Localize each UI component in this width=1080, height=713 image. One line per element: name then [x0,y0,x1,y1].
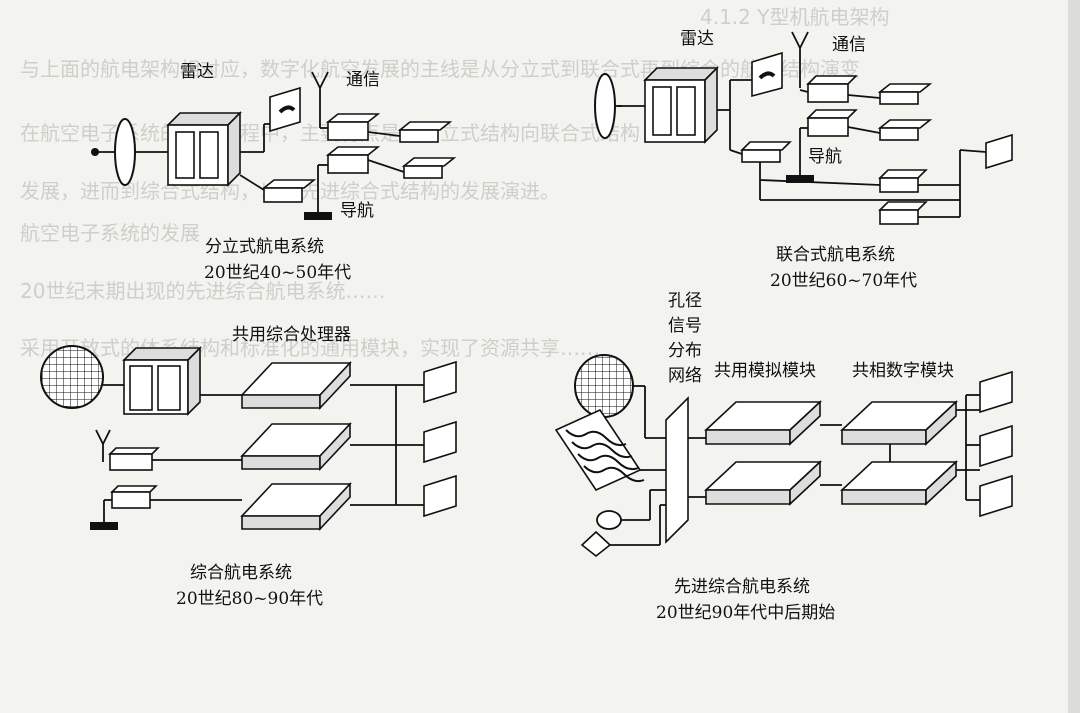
display-unit-icon [979,424,1013,468]
caption-title: 分立式航电系统 [205,237,324,257]
caption-title: 综合航电系统 [190,563,292,583]
radar-dish-icon [114,118,136,186]
comm-antenna-icon [791,31,809,51]
caption-era: 20世纪90年代中后期始 [656,603,835,623]
federated-late-diagram: 雷达 通信 导航 联合式航电系统 20世纪60~70年代 [594,29,1013,291]
bg-text-line: 4.1.2 Y型机航电架构 [700,5,889,29]
aperture-network-panel [665,396,689,544]
aperture-label-2: 信号 [668,316,702,336]
background-text: 4.1.2 Y型机航电架构 与上面的航电架构相对应，数字化航空发展的主线是从分立… [20,5,889,360]
nav-unit-icon [304,212,332,220]
bg-text-line: 采用开放式的体系结构和标准化的通用模块，实现了资源共享…… [20,336,600,360]
display-unit-icon [985,133,1013,170]
nav-unit-icon [90,522,118,530]
radar-dish-icon [594,73,616,139]
sensor-icon [580,530,612,558]
radar-label: 雷达 [180,62,214,82]
digital-module-label: 共相数字模块 [852,361,954,381]
bg-text-line: 与上面的航电架构相对应，数字化航空发展的主线是从分立式到联合式再到综合的航电结构… [20,57,860,81]
advanced-integrated-diagram: 孔径 信号 分布 网络 共用模拟模块 共相数字模块 先进综合航电系统 20世纪9… [554,291,1013,623]
caption-era: 20世纪40~50年代 [204,263,351,283]
radar-label: 雷达 [680,29,714,49]
display-unit-icon [423,360,457,404]
bg-text-line: 20世纪末期出现的先进综合航电系统…… [20,279,385,303]
processor-label: 共用综合处理器 [232,325,351,345]
aperture-label-3: 分布 [668,341,702,361]
caption-era: 20世纪60~70年代 [770,271,917,291]
page-edge [1068,0,1080,713]
caption-era: 20世纪80~90年代 [176,589,323,609]
caption-title: 先进综合航电系统 [674,577,810,597]
display-unit-icon [423,420,457,464]
aperture-label-1: 孔径 [668,291,702,311]
display-unit-icon [979,370,1013,414]
nav-unit-icon [786,175,814,183]
analog-module-label: 共用模拟模块 [714,361,816,381]
integrated-diagram: 共用综合处理器 综合航电系统 20世纪80~90年代 [40,325,457,609]
display-unit-icon [423,474,457,518]
comm-antenna-icon [95,429,111,447]
antenna-feed-icon [91,148,99,156]
nav-label: 导航 [808,147,842,167]
nav-label: 导航 [340,201,374,221]
aperture-label-4: 网络 [668,366,702,386]
display-unit-icon [979,474,1013,518]
bg-text-line: 航空电子系统的发展 [20,221,200,245]
comm-label: 通信 [832,35,866,55]
caption-title: 联合式航电系统 [776,245,895,265]
comm-label: 通信 [346,70,380,90]
federated-early-diagram: 雷达 通信 导航 分立式航电系统 20世纪40~50年代 [91,62,457,283]
